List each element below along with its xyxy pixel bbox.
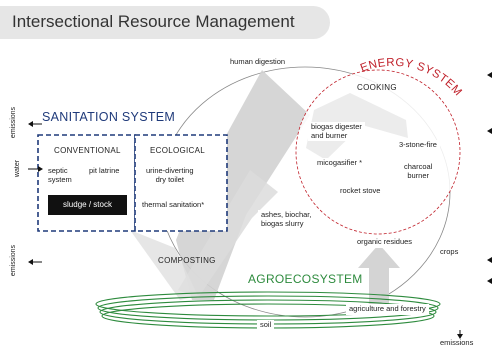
- thermal-sanitation-label: thermal sanitation*: [142, 200, 205, 209]
- urine-line2: dry toilet: [155, 174, 184, 184]
- emissions-mid-label: emissions: [10, 244, 18, 277]
- pit-latrine-label: pit latrine: [89, 166, 120, 175]
- flow-arrow-up: [358, 244, 400, 307]
- human-digestion-label: human digestion: [230, 57, 286, 66]
- edge-arrow-2: [487, 128, 492, 134]
- septic-line2: system: [48, 174, 72, 184]
- side-arrow-emissions-bottom: [457, 330, 463, 339]
- agroecosystem-title: AGROECOSYSTEM: [248, 272, 363, 286]
- agro-ring-1: [95, 291, 441, 317]
- soil-label: soil: [257, 320, 275, 331]
- ashes-line1: ashes, biochar,: [261, 210, 312, 219]
- water-label: water: [14, 159, 22, 178]
- biogas-line2: and burner: [311, 130, 348, 140]
- edge-arrow-1: [487, 72, 492, 78]
- three-stone-fire-label: 3-stone-fire: [396, 140, 440, 151]
- biogas-line1: biogas digester: [311, 122, 362, 131]
- ecological-box: [134, 134, 228, 232]
- flow-arrow-ash: [178, 170, 278, 298]
- agriculture-forestry-label: agriculture and forestry: [346, 304, 429, 315]
- septic-line1: septic: [48, 166, 68, 175]
- organic-residues-label: organic residues: [354, 237, 416, 248]
- charcoal-line2: burner: [407, 170, 430, 180]
- micogasifier-label: micogasifier *: [314, 158, 366, 169]
- side-arrow-water: [28, 166, 43, 172]
- diagram-title: Intersectional Resource Management: [12, 12, 295, 31]
- side-arrow-emissions-mid: [28, 259, 42, 265]
- side-arrow-emissions-top: [28, 121, 42, 127]
- sludge-stock-box: sludge / stock: [48, 195, 127, 215]
- crops-label: crops: [440, 247, 459, 256]
- urine-line1: urine-diverting: [146, 166, 194, 175]
- title-band: [0, 6, 330, 39]
- emissions-bottom-label: emissions: [440, 338, 474, 347]
- flow-arrow-composting: [130, 230, 198, 300]
- edge-arrow-4: [487, 278, 492, 284]
- edge-arrow-3: [487, 257, 492, 263]
- conventional-header: CONVENTIONAL: [54, 146, 121, 155]
- ashes-line2: biogas slurry: [261, 218, 304, 228]
- rocket-stove-label: rocket stove: [337, 186, 384, 197]
- ashes-label: ashes, biochar,biogas slurry: [258, 210, 315, 230]
- cooking-label: COOKING: [357, 83, 397, 92]
- sanitation-title: SANITATION SYSTEM: [42, 110, 176, 124]
- composting-label: COMPOSTING: [158, 256, 216, 265]
- ecological-header: ECOLOGICAL: [150, 146, 206, 155]
- emissions-top-label: emissions: [10, 106, 18, 139]
- charcoal-line1: charcoal: [404, 162, 433, 171]
